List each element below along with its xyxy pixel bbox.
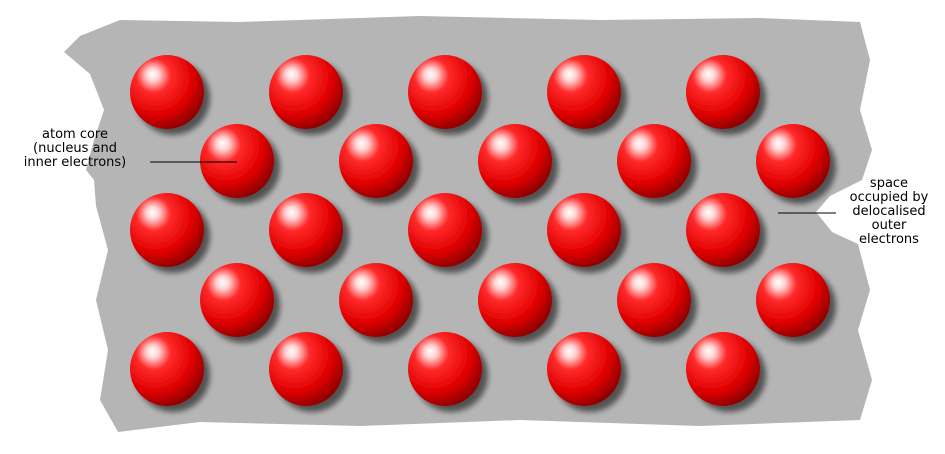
- atom-core: [686, 332, 760, 406]
- atom-core: [686, 55, 760, 129]
- atom-core: [686, 193, 760, 267]
- atom-core: [408, 55, 482, 129]
- atom-core: [130, 55, 204, 129]
- atom-core: [408, 332, 482, 406]
- atom-core: [130, 332, 204, 406]
- atom-core: [200, 124, 274, 198]
- electron-sea-label: space occupied by delocalised outer elec…: [838, 177, 940, 247]
- atom-core: [547, 193, 621, 267]
- atom-core: [130, 193, 204, 267]
- atom-core: [478, 124, 552, 198]
- atom-core: [200, 263, 274, 337]
- atom-core: [269, 55, 343, 129]
- atom-core: [269, 193, 343, 267]
- atom-core: [269, 332, 343, 406]
- atom-core: [339, 124, 413, 198]
- atom-core: [408, 193, 482, 267]
- atom-core: [478, 263, 552, 337]
- atom-core: [547, 55, 621, 129]
- atom-core: [547, 332, 621, 406]
- atom-core: [339, 263, 413, 337]
- atom-core: [617, 263, 691, 337]
- atom-core-label: atom core (nucleus and inner electrons): [0, 128, 150, 170]
- atom-core: [756, 263, 830, 337]
- atom-core: [617, 124, 691, 198]
- atom-core: [756, 124, 830, 198]
